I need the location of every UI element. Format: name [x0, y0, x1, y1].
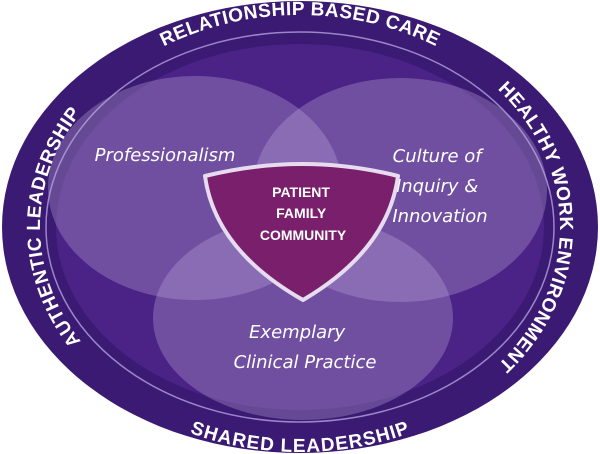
oval-separator-line [45, 31, 555, 423]
label-culture-of-inquiry: Culture of Inquiry & Innovation [392, 146, 487, 227]
label-professionalism: Professionalism [95, 145, 236, 166]
center-line-1: PATIENT [272, 184, 330, 200]
label-professionalism-line: Professionalism [95, 145, 236, 166]
label-culture-line-2: Inquiry & [396, 176, 478, 197]
label-culture-line-3: Innovation [392, 206, 487, 227]
label-culture-line-1: Culture of [393, 146, 485, 167]
center-shield [203, 162, 400, 302]
center-label: PATIENT FAMILY COMMUNITY [260, 184, 347, 243]
center-line-3: COMMUNITY [260, 227, 347, 243]
center-line-2: FAMILY [276, 205, 327, 221]
label-exemplary-clinical-practice: Exemplary Clinical Practice [234, 322, 377, 373]
label-exemplary-line-2: Clinical Practice [234, 352, 377, 373]
circle-exemplary-clinical-practice [153, 216, 453, 420]
label-exemplary-line-1: Exemplary [249, 322, 345, 343]
